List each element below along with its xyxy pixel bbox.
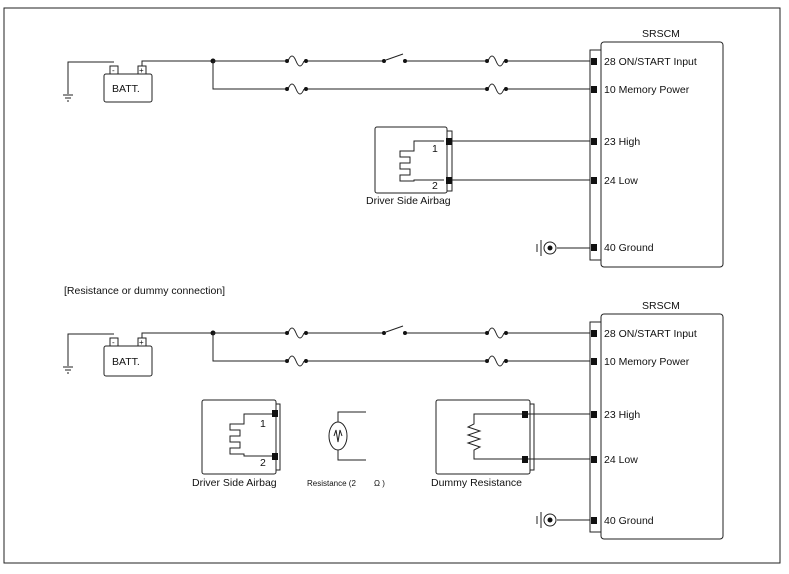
module-title: SRSCM [642,28,680,40]
module-title: SRSCM [642,300,680,312]
fuse-icon [487,55,505,67]
pin-label: 24 Low [604,454,638,466]
resistance-icon [328,421,348,451]
pin-number: 1 [432,143,438,155]
airbag-connector [374,126,448,194]
pin-number: 2 [432,180,438,192]
pin-label: 28 ON/START Input [604,56,697,68]
pin-label: 24 Low [604,175,638,187]
resistance-label: Resistance (2 [307,479,356,488]
fuse-icon [287,55,305,67]
dummy-label: Dummy Resistance [431,477,522,489]
svg-text:+: + [139,66,144,75]
pin-label: 40 Ground [604,242,654,254]
svg-text:+: + [139,338,144,347]
pin-label: 10 Memory Power [604,84,690,96]
resistance-unit: Ω ) [374,479,385,488]
pin-label: 23 High [604,136,640,148]
battery-label: BATT. [112,83,140,95]
pin-label: 23 High [604,409,640,421]
pin-number: 1 [260,418,266,430]
section-label: [Resistance or dummy connection] [64,285,225,297]
dummy-resistance [435,399,531,475]
top-circuit: - + BATT. SRSCM 28 ON/START Input 10 Mem… [63,28,724,268]
pin-label: 10 Memory Power [604,356,690,368]
bottom-circuit: - + BATT. SRSCM 28 ON/START Input 10 Mem… [63,300,724,540]
squib-icon [399,140,444,182]
svg-text:-: - [112,66,115,75]
battery [103,345,153,377]
pin-number: 2 [260,457,266,469]
pin-label: 40 Ground [604,515,654,527]
svg-text:-: - [112,338,115,347]
battery-label: BATT. [112,356,140,368]
pin-label: 28 ON/START Input [604,328,697,340]
airbag-label: Driver Side Airbag [366,195,451,207]
battery [103,73,153,103]
resistor-icon [466,413,522,460]
switch-icon [385,53,404,61]
airbag-label: Driver Side Airbag [192,477,277,489]
diagram-frame [3,7,781,564]
srscm-module [600,313,724,540]
squib-icon [229,413,272,457]
srscm-module [600,41,724,268]
